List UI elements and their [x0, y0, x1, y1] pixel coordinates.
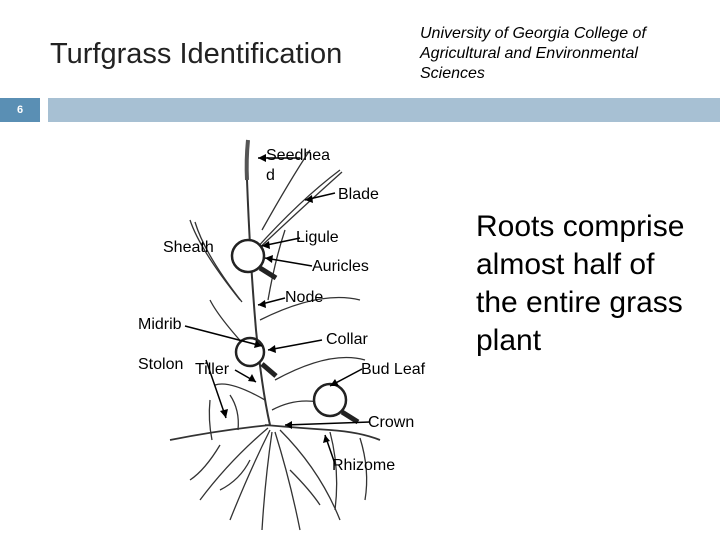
caption-text: Roots comprise almost half of the entire… — [476, 210, 685, 357]
label-bud-leaf: Bud Leaf — [361, 361, 426, 378]
label-node: Node — [285, 289, 324, 306]
label-auricles: Auricles — [312, 258, 369, 275]
label-midrib: Midrib — [138, 316, 182, 333]
label-seedhead: Seedhea d — [266, 147, 331, 184]
label-crown: Crown — [368, 414, 415, 431]
label-collar: Collar — [326, 331, 368, 348]
label-blade: Blade — [338, 186, 379, 203]
page-title: Turfgrass Identification — [50, 38, 343, 70]
institution-name: University of Georgia College of Agricul… — [420, 25, 646, 82]
label-rhizome: Rhizome — [332, 457, 396, 474]
slide-number: 6 — [0, 98, 40, 122]
plant-drawing — [169, 139, 381, 531]
arrowheads — [220, 154, 339, 443]
label-stolon: Stolon — [138, 356, 184, 373]
label-ligule: Ligule — [296, 229, 339, 246]
magnifier-handles — [258, 265, 360, 425]
label-tiller: Tiller — [195, 361, 230, 378]
header-bar — [48, 98, 720, 122]
label-sheath: Sheath — [163, 239, 214, 256]
